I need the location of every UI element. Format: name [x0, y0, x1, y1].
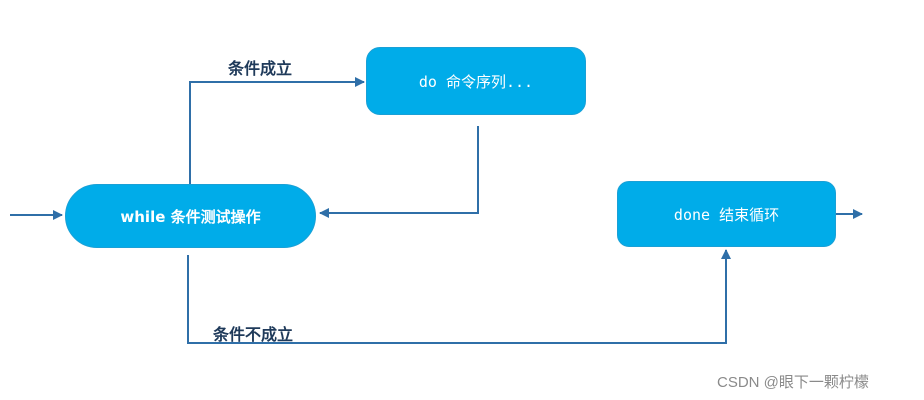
condition-false-label: 条件不成立 [213, 325, 294, 344]
loop-back-arrow [319, 126, 479, 218]
do-node: do 命令序列... [366, 47, 586, 115]
do-node-label: do 命令序列... [418, 72, 534, 91]
while-node-label: while 条件测试操作 [120, 207, 261, 226]
while-node: while 条件测试操作 [65, 184, 316, 248]
watermark: CSDN @眼下一颗柠檬 [717, 374, 869, 391]
condition-true-arrow [189, 77, 365, 184]
done-node: done 结束循环 [617, 181, 836, 247]
condition-true-label: 条件成立 [228, 59, 293, 78]
done-node-label: done 结束循环 [673, 205, 780, 224]
condition-false-arrow [187, 249, 731, 344]
